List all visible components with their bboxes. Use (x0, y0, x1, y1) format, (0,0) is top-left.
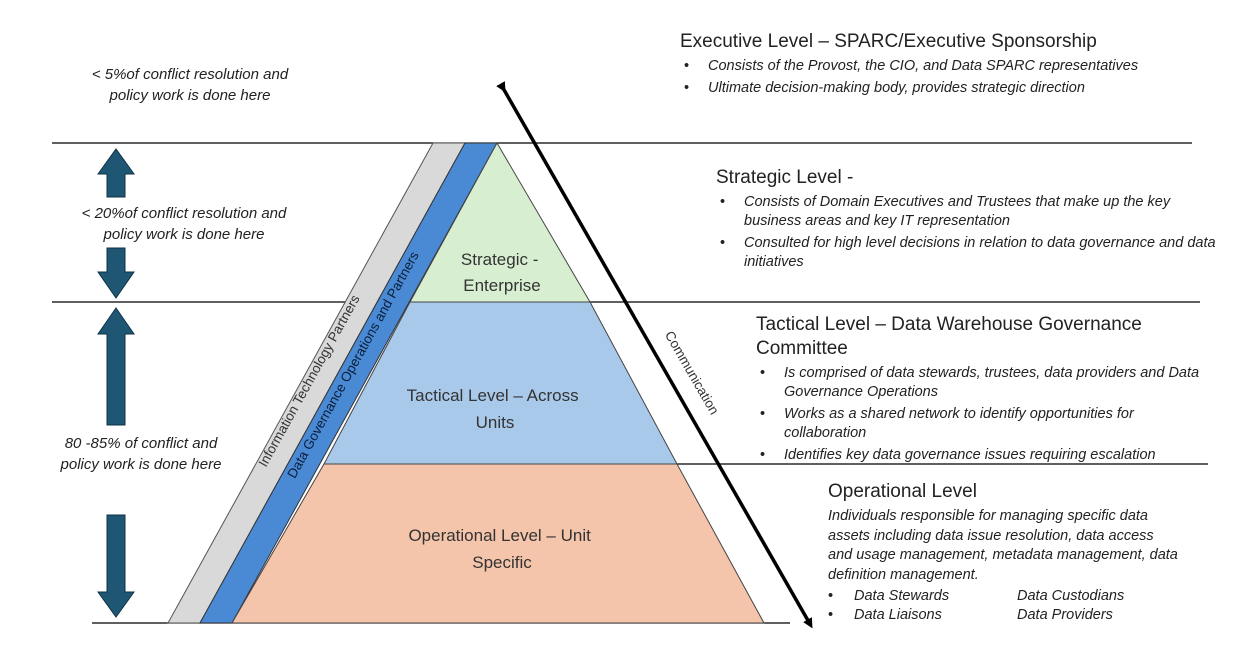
role-list: • Data Stewards Data Custodians • Data L… (828, 587, 1180, 625)
percentage-note-executive: < 5%of conflict resolution and policy wo… (91, 66, 289, 104)
strategic-bullet: Consulted for high level decisions in re… (720, 234, 1216, 272)
operational-level-description: Operational Level Individuals responsibl… (828, 480, 1180, 625)
arrow-down-icon (97, 514, 135, 618)
tactical-level-description: Tactical Level – Data Warehouse Governan… (756, 313, 1218, 468)
tactical-level-title: Tactical Level – Data Warehouse Governan… (756, 314, 1142, 359)
percentage-note-operational: 80 -85% of conflict and policy work is d… (60, 435, 222, 473)
communication-label: Communication (662, 328, 722, 417)
operational-level-title: Operational Level (828, 481, 977, 502)
strategic-bullet: Consists of Domain Executives and Truste… (720, 193, 1216, 231)
communication-arrow (496, 81, 813, 629)
tactical-bullet: Is comprised of data stewards, trustees,… (760, 364, 1218, 402)
role-item: Data Custodians (1017, 588, 1125, 604)
role-row: • Data Stewards Data Custodians (828, 588, 1125, 604)
arrow-up-icon (97, 148, 135, 198)
operational-level-text: Individuals responsible for managing spe… (828, 508, 1178, 583)
role-item: Data Providers (1017, 607, 1113, 623)
role-row: • Data Liaisons Data Providers (828, 607, 1113, 623)
executive-bullet: Consists of the Provost, the CIO, and Da… (684, 57, 1180, 76)
executive-level-description: Executive Level – SPARC/Executive Sponso… (680, 30, 1180, 101)
role-item: Data Stewards (854, 588, 950, 604)
executive-bullet: Ultimate decision-making body, provides … (684, 79, 1180, 98)
arrow-down-icon (97, 247, 135, 299)
percentage-note-strategic: < 20%of conflict resolution and policy w… (81, 205, 287, 243)
tactical-bullet: Identifies key data governance issues re… (760, 446, 1218, 465)
arrow-up-icon (97, 307, 135, 426)
role-item: Data Liaisons (854, 607, 942, 623)
executive-level-title: Executive Level – SPARC/Executive Sponso… (680, 31, 1097, 52)
strategic-level-title: Strategic Level - (716, 167, 854, 188)
tactical-bullet: Works as a shared network to identify op… (760, 405, 1218, 443)
strategic-level-description: Strategic Level - Consists of Domain Exe… (716, 166, 1216, 275)
